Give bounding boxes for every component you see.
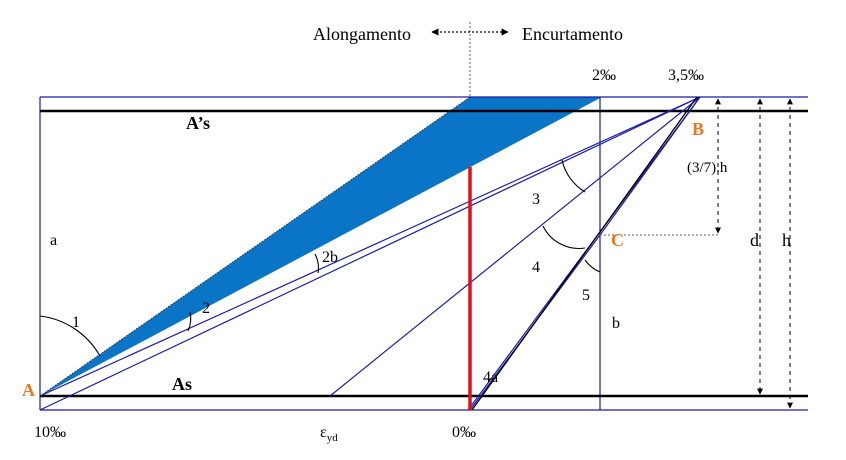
domain-b-label: b (612, 315, 620, 332)
label-0-per-mil: 0‰ (452, 424, 476, 441)
domain-4a-label: 4a (483, 369, 498, 386)
label-35-per-mil: 3,5‰ (668, 67, 704, 84)
domain-4-label: 4 (532, 259, 540, 276)
label-fraction-h: (3/7).h (687, 160, 728, 176)
domain-1-label: 1 (72, 314, 80, 331)
label-alongamento: Alongamento (313, 24, 411, 44)
eps-symbol: ε (320, 424, 327, 441)
line-left-to-B (39, 96, 701, 411)
domain-2-fill (40, 97, 602, 396)
arc-domain-5 (584, 259, 601, 273)
arc-domain-2 (187, 311, 192, 332)
domain-2-dotted-line (39, 96, 471, 397)
label-top-reinforcement: A’s (186, 113, 210, 133)
arc-domain-1 (39, 315, 101, 357)
label-encurtamento: Encurtamento (522, 24, 623, 44)
domain-a-label: a (50, 232, 57, 249)
arc-domain-4 (542, 225, 586, 249)
domain-3-label: 3 (532, 191, 540, 208)
label-bottom-reinforcement: As (172, 374, 192, 394)
label-2-per-mil: 2‰ (592, 67, 616, 84)
point-B-label: B (692, 119, 704, 139)
point-A-label: A (22, 380, 35, 400)
label-eps-yd: εyd (320, 424, 338, 444)
label-h: h (782, 230, 791, 250)
line-4a (471, 96, 698, 411)
arc-domain-3 (561, 159, 586, 193)
domain-2-label: 2 (202, 300, 210, 317)
label-10-per-mil: 10‰ (34, 424, 66, 441)
point-C-label: C (611, 230, 624, 250)
arc-domain-2b (314, 253, 319, 274)
label-d: d (750, 230, 759, 250)
domain-2b-label: 2b (322, 249, 338, 266)
line-A-to-B (39, 96, 701, 397)
line-B-to-C-outer (599, 96, 701, 236)
eps-subscript: yd (327, 432, 339, 444)
domain-5-label: 5 (582, 287, 590, 304)
line-eps-to-B (329, 96, 701, 397)
